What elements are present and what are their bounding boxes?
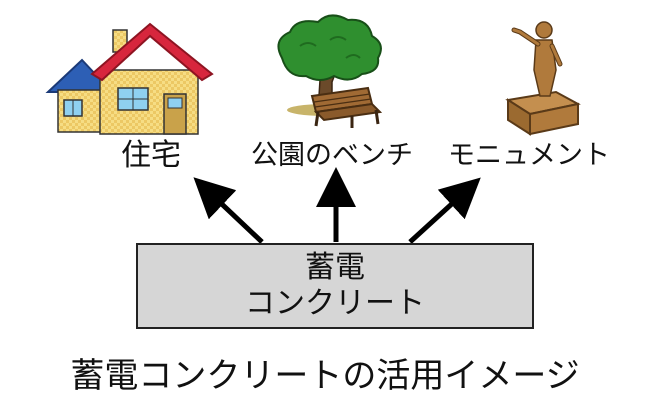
house-icon <box>45 22 214 135</box>
storage-concrete-box: 蓄電 コンクリート <box>136 243 534 329</box>
park-bench-icon <box>277 14 383 128</box>
box-line-2: コンクリート <box>245 286 425 321</box>
diagram-caption: 蓄電コンクリートの活用イメージ <box>70 356 580 396</box>
label-monument: モニュメント <box>448 140 610 171</box>
arrow-to-house <box>193 177 264 244</box>
statue-icon <box>505 21 581 136</box>
label-house: 住宅 <box>121 138 181 173</box>
arrows <box>193 167 481 244</box>
box-line-1: 蓄電 <box>305 250 365 285</box>
arrow-to-monument <box>408 177 481 244</box>
label-park-bench: 公園のベンチ <box>251 140 413 171</box>
